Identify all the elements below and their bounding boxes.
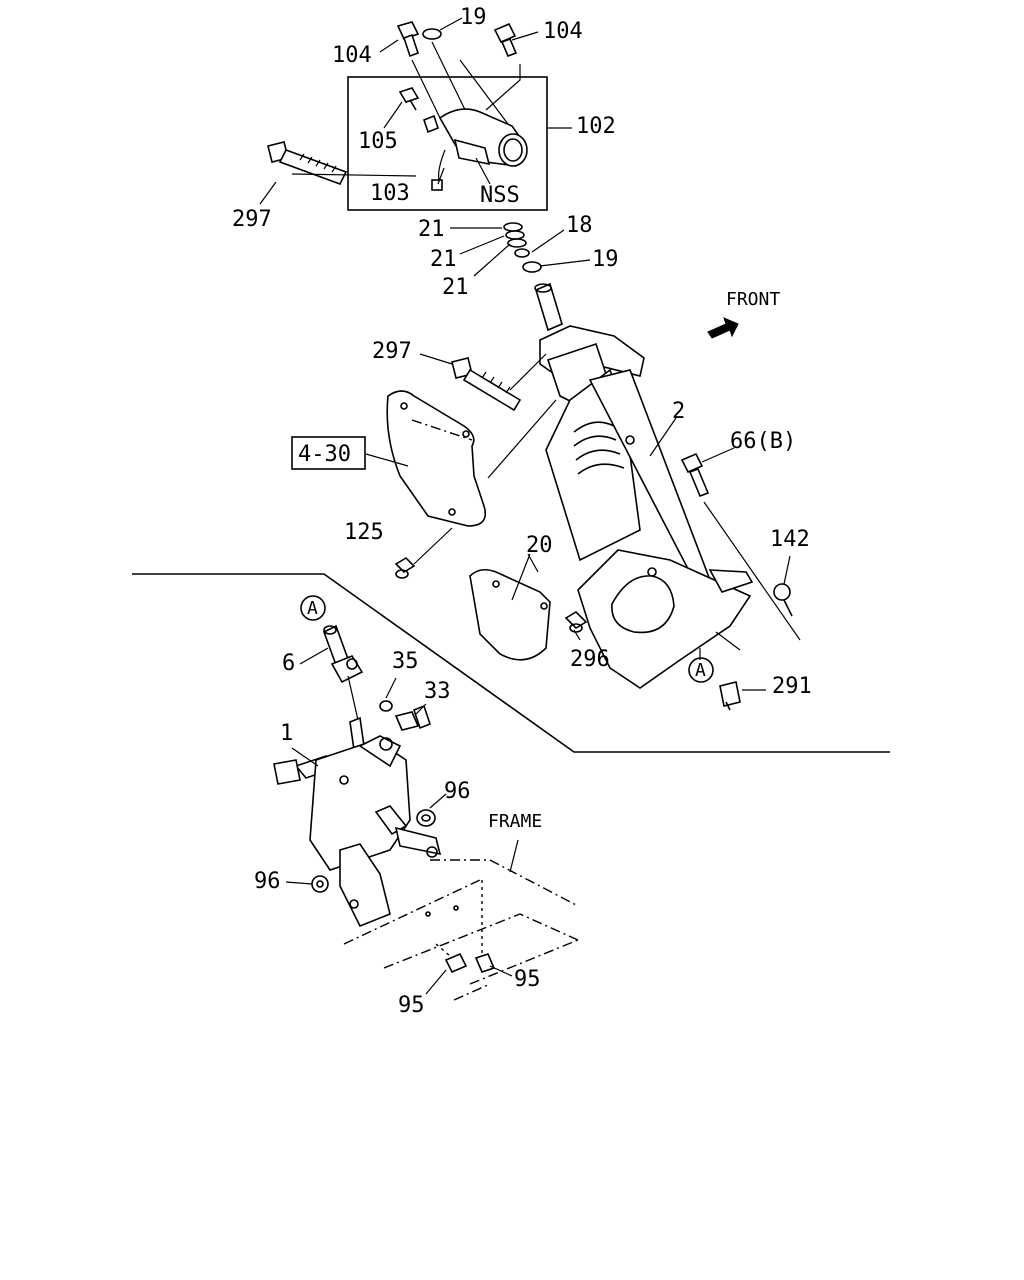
nut-96-right — [416, 809, 436, 827]
label-104-right: 104 — [543, 19, 583, 44]
label-102: 102 — [576, 114, 616, 139]
label-18: 18 — [566, 213, 593, 238]
label-95-left: 95 — [398, 993, 425, 1018]
steering-gear-1 — [273, 716, 442, 928]
bolt-104-left — [396, 21, 420, 58]
label-95-right: 95 — [514, 967, 541, 992]
label-66b: 66(B) — [730, 429, 796, 454]
clip-296 — [564, 610, 588, 633]
clip-125 — [394, 556, 416, 579]
label-297-top: 297 — [232, 207, 272, 232]
label-125: 125 — [344, 520, 384, 545]
label-19-bottom: 19 — [592, 247, 619, 272]
label-103: 103 — [370, 181, 410, 206]
label-21-c: 21 — [442, 275, 469, 300]
o-ring-19-bottom — [522, 261, 542, 273]
cable-tie-297-mid — [451, 357, 522, 412]
label-20: 20 — [526, 533, 553, 558]
label-2: 2 — [672, 399, 685, 424]
bolt-33 — [394, 704, 431, 731]
washer-21-a — [503, 222, 523, 232]
frame-outline — [343, 859, 579, 1001]
label-104-left: 104 — [332, 43, 372, 68]
clip-291 — [719, 681, 741, 711]
label-nss: NSS — [480, 183, 520, 208]
screw-105 — [398, 87, 420, 111]
front-arrow-icon — [707, 317, 739, 339]
label-33: 33 — [424, 679, 451, 704]
label-front: FRONT — [726, 289, 780, 310]
shaft-6 — [323, 624, 364, 684]
label-a-lower: A — [307, 598, 318, 619]
bolt-104-right — [493, 22, 518, 58]
label-105: 105 — [358, 129, 398, 154]
reference-box-4-30 — [291, 436, 366, 470]
label-35: 35 — [392, 649, 419, 674]
o-ring-19-top — [422, 28, 442, 40]
column-cover-4-30 — [386, 390, 487, 527]
label-1: 1 — [280, 721, 293, 746]
label-21-a: 21 — [418, 217, 445, 242]
cable-tie-297-top — [267, 141, 348, 185]
bolt-95-right — [474, 953, 496, 973]
combination-switch-102 — [423, 108, 528, 191]
washer-35 — [379, 700, 393, 712]
label-21-b: 21 — [430, 247, 457, 272]
steering-column-2 — [534, 282, 754, 689]
switch-assembly-box — [347, 76, 548, 211]
bolt-95-left — [444, 952, 468, 974]
washer-21-c — [507, 238, 527, 248]
label-142: 142 — [770, 527, 810, 552]
screw-142 — [773, 583, 793, 617]
label-6: 6 — [282, 651, 295, 676]
washer-18 — [514, 248, 530, 258]
label-96-left: 96 — [254, 869, 281, 894]
marker-a-lower — [300, 595, 326, 621]
label-4-30: 4-30 — [298, 442, 351, 467]
section-boundary-line — [132, 573, 890, 753]
label-frame: FRAME — [488, 811, 542, 832]
label-291: 291 — [772, 674, 812, 699]
marker-a-upper — [688, 657, 714, 683]
label-96-right: 96 — [444, 779, 471, 804]
label-296: 296 — [570, 647, 610, 672]
washer-21-b — [505, 230, 525, 240]
label-297-mid: 297 — [372, 339, 412, 364]
bolt-66b — [680, 452, 710, 498]
nut-96-left — [311, 875, 329, 893]
label-19-top: 19 — [460, 5, 487, 30]
cover-20 — [469, 568, 551, 661]
label-a-upper: A — [695, 660, 706, 681]
